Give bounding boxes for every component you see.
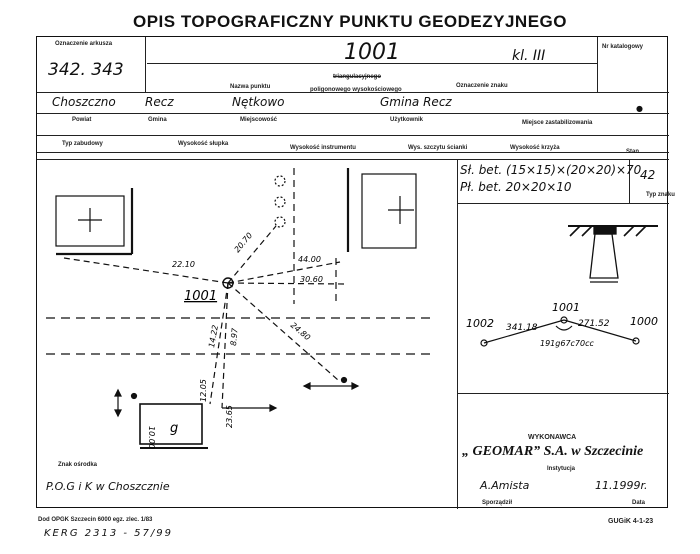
gmina-label: Gmina <box>148 117 167 123</box>
dist-left: 22.10 <box>172 260 195 269</box>
miejscowosc-value: Nętkowo <box>232 95 285 109</box>
col-wys-instr: Wysokość instrumentu <box>290 145 356 151</box>
contractor-name: „ GEOMAR” S.A. w Szczecinie <box>462 444 644 459</box>
sign-type-drawing <box>568 225 658 283</box>
typ-number: 42 <box>640 168 656 182</box>
instytucja-label: Instytucja <box>547 466 576 472</box>
znak-value: P.O.G i K w Choszcznie <box>46 480 170 493</box>
sporzadzil-label: Sporządził <box>482 500 513 506</box>
oznaczenie-znaku-label: Oznaczenie znaku <box>456 83 508 89</box>
building-g <box>139 403 203 445</box>
polygon-angle: 191g67c70cc <box>540 339 595 348</box>
print-info: Dod OPGK Szczecin 6000 egz. zlec. 1/83 <box>38 517 153 523</box>
col-stan: Stan <box>626 149 640 155</box>
dist-g-side: 12.05 <box>199 379 208 402</box>
dist-up: 20.70 <box>233 231 255 254</box>
point-number: 1001 <box>344 40 400 65</box>
dist-down-b: 8.97 <box>229 327 240 346</box>
oznaczenie-value: 342. 343 <box>48 60 124 80</box>
rule <box>457 203 669 204</box>
sketch-point-label: 1001 <box>184 289 217 304</box>
kerg-number: KERG 2313 - 57/99 <box>44 528 173 539</box>
rule <box>37 135 669 136</box>
polygon-diagram: 1002 1001 1000 341.18 271.52 191g67c70cc <box>466 301 658 348</box>
wykonawca-label: WYKONAWCA <box>528 434 577 441</box>
znak-label: Znak ośrodka <box>58 462 98 468</box>
polygon-mid: 1001 <box>552 301 580 314</box>
polygon-dist-right: 271.52 <box>578 319 610 329</box>
rule <box>145 37 146 92</box>
polygon-dist-left: 341.18 <box>506 323 538 333</box>
dist-right-top: 44.00 <box>298 255 321 264</box>
marker-dot: ● <box>636 104 643 113</box>
spec-plyta: Pł. bet. 20×20×10 <box>460 180 572 194</box>
data-label: Data <box>632 500 646 506</box>
miejsce-label: Miejsce zastabilizowania <box>522 120 593 126</box>
rule <box>457 159 458 509</box>
building-right <box>361 173 417 249</box>
typ-label: Typ znaku <box>646 192 675 198</box>
nazwa-label: Nazwa punktu <box>230 84 271 90</box>
polygon-left: 1002 <box>466 317 494 330</box>
building-g-label: g <box>170 421 178 436</box>
site-sketch: 1001 22.10 20.70 44.00 30.60 14.22 8.97 … <box>46 168 436 449</box>
col-wys-slupka: Wysokość słupka <box>178 141 229 147</box>
type-value: poligonowego wysokościowego <box>310 87 402 93</box>
dist-g-bottom: 23.65 <box>225 405 234 428</box>
powiat-value: Choszczno <box>52 95 116 109</box>
point-class: kl. III <box>512 48 546 64</box>
uzytkownik-label: Użytkownik <box>390 117 424 123</box>
type-struck: triangulacyjnego <box>333 74 382 80</box>
form-frame <box>36 36 669 509</box>
rule <box>37 113 669 114</box>
rule <box>37 152 669 153</box>
person-name: A.Amista <box>480 479 530 492</box>
uzytkownik-value: Gmina Recz <box>380 95 452 109</box>
spec-slup: Sł. bet. (15×15)×(20×20)×70 <box>460 163 642 177</box>
rule <box>597 37 598 92</box>
col-wys-szczytu: Wys. szczytu ścianki <box>408 145 468 151</box>
rule <box>37 159 669 160</box>
dist-down-a: 14.22 <box>207 324 220 348</box>
col-wys-krzyza: Wysokość krzyża <box>510 145 560 151</box>
building-left <box>55 195 125 247</box>
gmina-value: Recz <box>145 95 174 109</box>
rule <box>629 159 630 203</box>
form-title: OPIS TOPOGRAFICZNY PUNKTU GEODEZYJNEGO <box>133 12 567 31</box>
dist-right: 30.60 <box>300 275 323 284</box>
powiat-label: Powiat <box>72 117 92 123</box>
col-typ: Typ zabudowy <box>62 141 103 147</box>
rule <box>147 63 597 64</box>
point-symbol <box>222 277 234 289</box>
rule <box>457 393 669 394</box>
form-code: GUGiK 4-1-23 <box>608 518 654 525</box>
polygon-right: 1000 <box>630 315 658 328</box>
date-value: 11.1999r. <box>595 479 648 492</box>
oznaczenie-label: Oznaczenie arkusza <box>55 41 113 47</box>
rule <box>37 92 669 93</box>
miejscowosc-label: Miejscowość <box>240 117 278 123</box>
dist-g-width: 10.00 <box>147 426 156 449</box>
nr-katalogowy-label: Nr katalogowy <box>602 44 644 50</box>
